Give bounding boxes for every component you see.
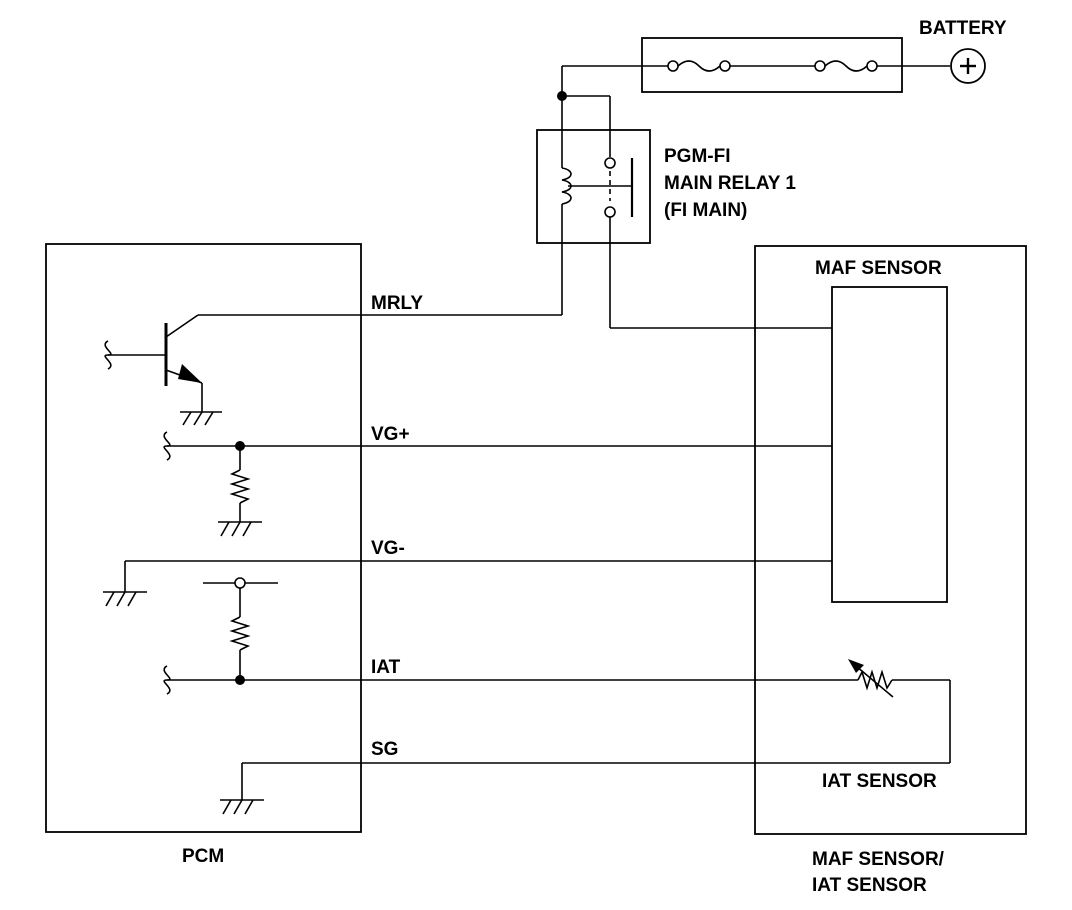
connector-break-icon [163, 665, 171, 695]
connector-break-icon [163, 431, 171, 461]
wire-label-mrly: MRLY [371, 293, 423, 314]
wire-label-vg-plus: VG+ [371, 424, 410, 445]
pcm-label: PCM [182, 846, 224, 867]
maf-iat-module-box [754, 245, 1027, 835]
ground-icon [103, 591, 147, 607]
iat-sensor-label: IAT SENSOR [822, 771, 937, 792]
battery-terminal-icon [950, 48, 986, 84]
fuse-1 [667, 60, 731, 72]
junction-dot [235, 675, 245, 685]
maf-sensor-label: MAF SENSOR [815, 258, 942, 279]
resistor-icon [229, 446, 251, 522]
ground-icon [180, 411, 222, 426]
fuse-box [641, 37, 903, 93]
module-label-line2: IAT SENSOR [812, 875, 927, 896]
resistor-icon [229, 588, 251, 680]
thermistor-icon [848, 659, 950, 698]
relay-label-line2: MAIN RELAY 1 [664, 173, 796, 194]
transistor-icon [104, 314, 203, 412]
maf-sensor-element [831, 286, 948, 603]
relay-box [536, 129, 651, 244]
relay-contact-icon [604, 157, 616, 169]
battery-label: BATTERY [919, 18, 1007, 39]
relay-contact-icon [604, 206, 616, 218]
pcm-box [45, 243, 362, 833]
relay-label-line1: PGM-FI [664, 146, 731, 167]
wire-label-iat: IAT [371, 657, 401, 678]
ground-icon [218, 521, 262, 537]
module-label-line1: MAF SENSOR/ [812, 849, 945, 870]
fuse-2 [814, 60, 878, 72]
wire-label-vg-minus: VG- [371, 538, 405, 559]
wire-label-sg: SG [371, 739, 398, 760]
ground-icon [220, 799, 264, 815]
reference-terminal-icon [234, 577, 246, 589]
relay-label-line3: (FI MAIN) [664, 200, 747, 221]
